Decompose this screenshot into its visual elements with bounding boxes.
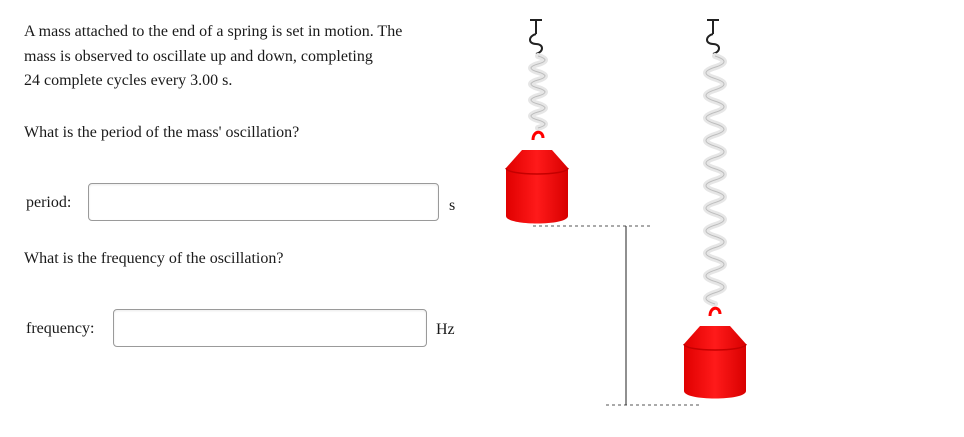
spring-coil-outline-icon xyxy=(705,55,725,305)
problem-line-2: mass is observed to oscillate up and dow… xyxy=(24,47,373,65)
mass-hook-icon xyxy=(708,306,722,317)
period-unit: s xyxy=(449,197,456,214)
spring-system-compressed xyxy=(505,19,569,224)
spring-system-stretched xyxy=(683,19,747,399)
mass-block-upper xyxy=(505,150,569,224)
frequency-input[interactable] xyxy=(113,309,427,347)
period-question: What is the period of the mass' oscillat… xyxy=(24,124,300,141)
spring-coil-icon xyxy=(528,53,548,131)
top-hook-icon xyxy=(706,19,720,55)
mass-hook-icon xyxy=(531,130,545,141)
frequency-label: frequency: xyxy=(26,320,95,337)
frequency-unit: Hz xyxy=(436,321,455,338)
problem-line-3: 24 complete cycles every 3.00 s. xyxy=(24,72,233,89)
period-label: period: xyxy=(26,194,72,211)
problem-statement: A mass attached to the end of a spring i… xyxy=(24,20,464,94)
mass-block-lower xyxy=(683,326,747,399)
problem-line-1: A mass attached to the end of a spring i… xyxy=(24,23,403,40)
top-hook-icon xyxy=(529,19,543,55)
frequency-question: What is the frequency of the oscillation… xyxy=(24,250,284,267)
period-input[interactable] xyxy=(88,183,439,221)
spring-coil-outline-icon xyxy=(530,55,546,129)
